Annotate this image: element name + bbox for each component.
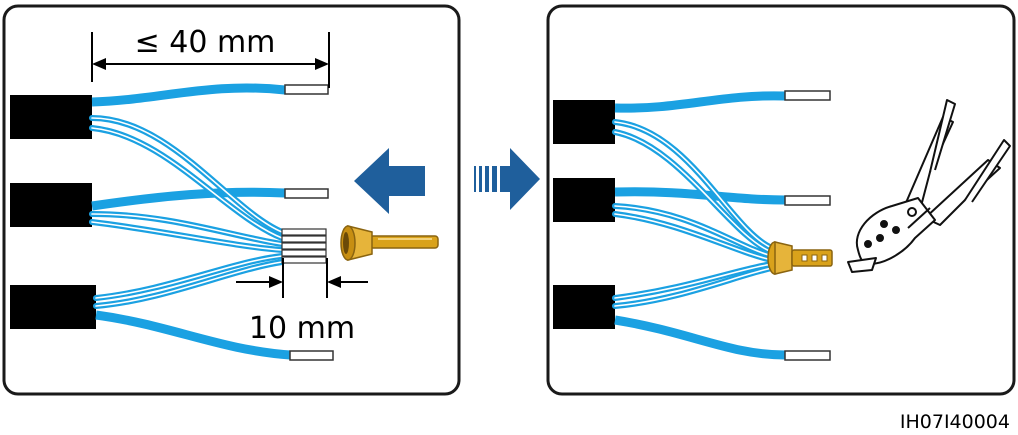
conductor-bottom [95, 310, 291, 360]
strand-stripped-ends [281, 228, 327, 264]
cable-jacket-middle [10, 183, 92, 227]
stripped-end-top [284, 84, 329, 95]
conductor-middle [91, 187, 286, 211]
crimped-ferrule-icon [767, 241, 833, 275]
cable-jacket-top [10, 95, 92, 139]
figure-id-label: IH07I40004 [900, 411, 1010, 433]
stripped-ends [784, 90, 831, 361]
strand-bundle [612, 119, 775, 309]
strip-length-label: 10 mm [249, 311, 355, 346]
insert-arrow-icon [354, 148, 425, 214]
cable-jacket-bottom [10, 285, 96, 329]
panel-crimp [546, 4, 1016, 396]
cord-end-ferrule-icon [340, 225, 439, 261]
stripped-ends [284, 84, 334, 361]
max-strip-length-label: ≤ 40 mm [135, 25, 276, 60]
stripped-end-bottom [289, 350, 334, 361]
cable-jacket-middle [553, 178, 615, 222]
stripped-end-middle [284, 188, 329, 199]
next-step-arrow-icon [474, 148, 540, 210]
cable-jacket-top [553, 100, 615, 144]
crimping-tool-icon [847, 99, 1011, 273]
cable-jacket-bottom [553, 285, 615, 329]
panel-strip-and-insert: ≤ 40 mm 10 mm [2, 4, 461, 396]
dimension-max-length [91, 32, 330, 88]
strand-bundle [89, 115, 285, 309]
dimension-strip-length [236, 258, 368, 298]
conductor-top [91, 83, 286, 107]
single-conductors [91, 83, 291, 360]
